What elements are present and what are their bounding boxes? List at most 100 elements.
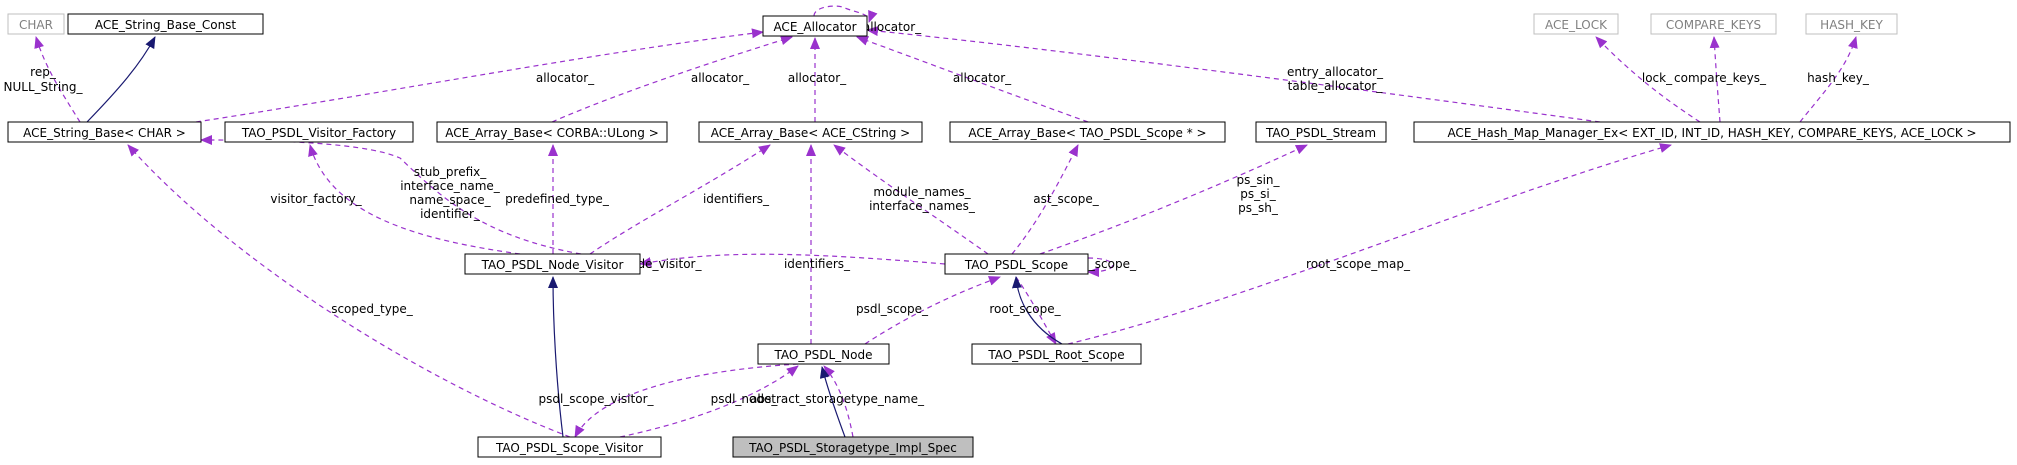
usage-edge-psdl_node-to-psdl_scope (864, 276, 1001, 345)
edge-label: psdl_scope_visitor_ (538, 392, 654, 406)
edge-label: lock_ (1642, 71, 1673, 85)
edge-label: identifiers_ (703, 192, 770, 206)
inheritance-edge-string_base-to-string_base_const (86, 36, 156, 123)
class-node-hash-map[interactable]: ACE_Hash_Map_Manager_Ex< EXT_ID, INT_ID,… (1413, 121, 2011, 143)
class-node-psdl-stream[interactable]: TAO_PSDL_Stream (1255, 121, 1387, 143)
edge-label: allocator_ (536, 71, 595, 85)
usage-edge-hash_map-to-allocator (866, 26, 1601, 123)
edge-label: psdl_node_ (711, 392, 779, 406)
node-box (1413, 121, 2011, 143)
node-box (477, 436, 662, 458)
node-label: HASH_KEY (1820, 18, 1883, 32)
edge-label: ps_sin_ (1236, 173, 1280, 187)
edge-label: interface_names_ (869, 199, 976, 213)
edge-label: predefined_type_ (505, 192, 610, 206)
node-label: TAO_PSDL_Scope_Visitor (495, 441, 643, 455)
class-node-psdl-scope[interactable]: TAO_PSDL_Scope (944, 253, 1089, 275)
usage-edge-psdl_scope-to-array_scope (1011, 144, 1079, 255)
node-label: ACE_Allocator (773, 20, 856, 34)
usage-edge-scope_visitor-to-psdl_node (619, 365, 799, 438)
usage-edge-psdl_scope-to-node_visitor (639, 253, 946, 268)
edge-label: ps_si_ (1240, 187, 1276, 201)
node-label: ACE_Array_Base< ACE_CString > (711, 126, 910, 140)
edge-label: allocator_ (863, 20, 922, 34)
node-label: ACE_Hash_Map_Manager_Ex< EXT_ID, INT_ID,… (1447, 126, 1976, 140)
class-node-node-visitor[interactable]: TAO_PSDL_Node_Visitor (464, 253, 641, 275)
edge-label: allocator_ (691, 71, 750, 85)
edge-label: compare_keys_ (1674, 71, 1767, 85)
edge-label: visitor_factory_ (270, 192, 362, 206)
node-label: TAO_PSDL_Visitor_Factory (241, 126, 396, 140)
node-label: TAO_PSDL_Storagetype_Impl_Spec (748, 441, 957, 455)
usage-edge-node_visitor-to-visitor_factory (308, 144, 521, 255)
usage-edge-hash_map-to-compare_keys (1709, 36, 1721, 123)
edge-label: interface_name_ (400, 179, 501, 193)
node-label: TAO_PSDL_Root_Scope (987, 348, 1124, 362)
class-node-hash-key: HASH_KEY (1805, 13, 1898, 35)
node-label: ACE_Array_Base< CORBA::ULong > (445, 126, 659, 140)
class-node-root-scope[interactable]: TAO_PSDL_Root_Scope (971, 343, 1142, 365)
node-label: ACE_LOCK (1545, 18, 1608, 32)
edge-label: identifiers_ (784, 257, 851, 271)
class-node-array-cstring[interactable]: ACE_Array_Base< ACE_CString > (698, 121, 923, 143)
edge-label: scoped_type_ (331, 302, 414, 316)
node-label: CHAR (19, 18, 53, 32)
node-label: ACE_String_Base_Const (95, 18, 237, 32)
class-node-ace-lock: ACE_LOCK (1533, 13, 1619, 35)
class-node-scope-visitor[interactable]: TAO_PSDL_Scope_Visitor (477, 436, 662, 458)
node-label: TAO_PSDL_Stream (1265, 126, 1376, 140)
node-label: TAO_PSDL_Scope (964, 258, 1068, 272)
node-label: COMPARE_KEYS (1666, 18, 1761, 32)
edge-label: entry_allocator_ (1287, 65, 1384, 79)
class-node-char: CHAR (7, 13, 65, 35)
class-node-string-base-const[interactable]: ACE_String_Base_Const (67, 13, 264, 35)
usage-edge-string_base-to-allocator (195, 28, 764, 123)
usage-edge-psdl_node-to-scope_visitor (574, 363, 799, 438)
node-box (1650, 13, 1777, 35)
class-node-visitor-factory[interactable]: TAO_PSDL_Visitor_Factory (224, 121, 414, 143)
node-box (224, 121, 414, 143)
usage-edge-impl_spec-to-psdl_node (823, 365, 854, 438)
class-node-array-scope[interactable]: ACE_Array_Base< TAO_PSDL_Scope * > (949, 121, 1226, 143)
inheritance-edge-scope_visitor-to-node_visitor (548, 276, 564, 438)
node-box (944, 253, 1089, 275)
usage-edge-root_scope-to-hash_map (1067, 143, 1672, 345)
edge-label: rep_ (30, 65, 57, 79)
class-node-impl-spec[interactable]: TAO_PSDL_Storagetype_Impl_Spec (732, 436, 974, 458)
node-label: ACE_String_Base< CHAR > (23, 126, 186, 140)
node-label: TAO_PSDL_Node_Visitor (481, 258, 624, 272)
usage-edge-psdl_scope-to-psdl_scope (1087, 257, 1114, 277)
edge-label: NULL_String_ (4, 80, 84, 94)
usage-edge-array_scope-to-allocator (856, 36, 1089, 123)
node-box (7, 13, 65, 35)
node-label: TAO_PSDL_Node (774, 348, 873, 362)
usage-edge-hash_map-to-ace_lock (1595, 36, 1701, 123)
edge-label: root_scope_map_ (1306, 257, 1411, 271)
edge-label: ast_scope_ (1033, 192, 1100, 206)
edge-label: stub_prefix_ (414, 165, 488, 179)
node-box (757, 343, 890, 365)
edge-label: table_allocator_ (1288, 79, 1384, 93)
edge-label: allocator_ (953, 71, 1012, 85)
class-node-allocator[interactable]: ACE_Allocator (762, 15, 868, 37)
inheritance-edge-impl_spec-to-psdl_node (819, 366, 846, 438)
node-box (971, 343, 1142, 365)
class-node-compare-keys: COMPARE_KEYS (1650, 13, 1777, 35)
edge-label: abstract_storagetype_name_ (750, 392, 925, 406)
usage-edge-array_ulong-to-allocator (551, 35, 793, 123)
node-box (7, 121, 202, 143)
node-label: ACE_Array_Base< TAO_PSDL_Scope * > (968, 126, 1206, 140)
class-node-string-base[interactable]: ACE_String_Base< CHAR > (7, 121, 202, 143)
usage-edge-hash_map-to-hash_key (1799, 36, 1858, 123)
node-box (732, 436, 974, 458)
class-node-psdl-node[interactable]: TAO_PSDL_Node (757, 343, 890, 365)
edge-label: node_visitor_ (623, 257, 703, 271)
usage-edge-psdl_scope-to-array_cstring (833, 144, 989, 255)
class-node-array-ulong[interactable]: ACE_Array_Base< CORBA::ULong > (436, 121, 668, 143)
inheritance-edge-root_scope-to-psdl_scope (1011, 276, 1063, 345)
usage-edge-psdl_scope-to-root_scope (1015, 276, 1057, 345)
node-box (464, 253, 641, 275)
edge-label: name_space_ (409, 193, 491, 207)
edge-label: psdl_scope_ (856, 302, 929, 316)
